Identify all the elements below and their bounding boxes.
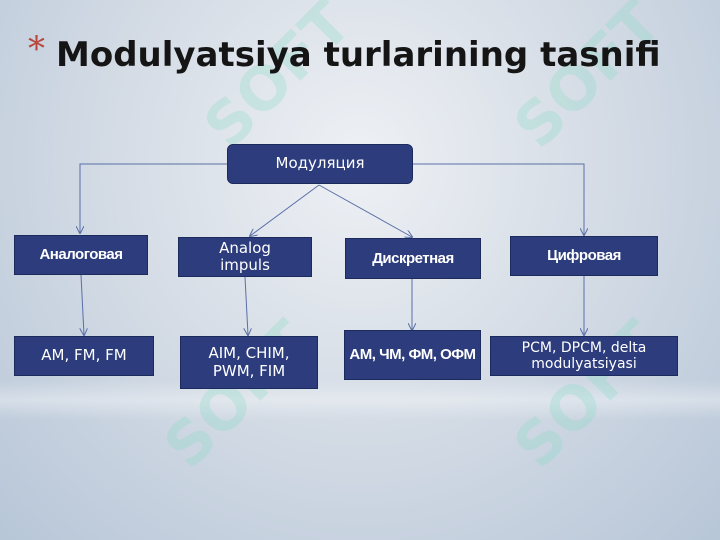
category-node-analog-impuls: Analog impuls [178,237,312,277]
background-highlight-band [0,380,720,420]
examples-node-analog: AM, FM, FM [14,336,154,376]
slide-title: Modulyatsiya turlarining tasnifi [56,35,661,75]
connector-analog-impuls-to-examples [245,276,248,335]
connector-analog-to-examples [81,274,84,335]
connector-root-to-analog [80,163,228,233]
category-node-digital: Цифровая [510,236,658,276]
connector-root-to-analog-impuls [250,184,320,236]
category-node-analog: Аналоговая [14,235,148,275]
diagram-root-node: Модуляция [227,144,413,184]
examples-node-digital: PCM, DPCM, delta modulyatsiyasi [490,336,678,376]
category-node-discrete: Дискретная [345,238,481,279]
connector-root-to-discrete [318,184,412,237]
examples-node-discrete: АМ, ЧМ, ФМ, ОФМ [344,330,481,380]
connector-root-to-digital [413,163,584,235]
examples-node-analog-impuls: AIM, CHIM, PWM, FIM [180,336,318,389]
title-bullet: * [28,29,45,69]
slide-title-block: * Modulyatsiya turlarining tasnifi [28,30,688,80]
